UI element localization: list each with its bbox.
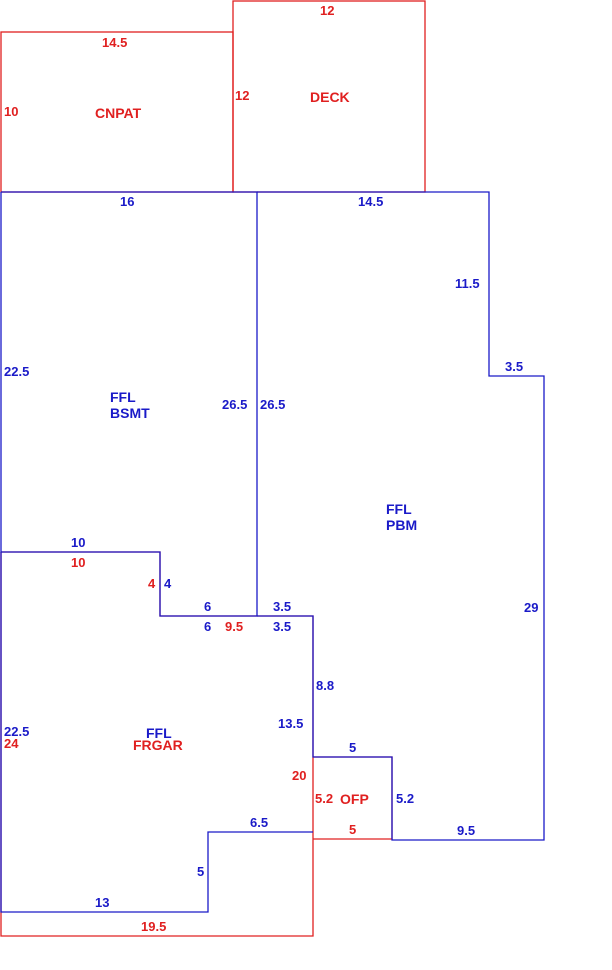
dim-cnpat-left: 10	[4, 104, 18, 119]
area-labels: CNPAT DECK FFL BSMT FFL PBM FFL FRGAR OF…	[95, 89, 417, 807]
dim-five-vert: 5	[197, 864, 204, 879]
dim-six-five: 6.5	[250, 815, 268, 830]
label-bsmt-ffl: FFL	[110, 389, 136, 405]
dim-thirteen: 13	[95, 895, 109, 910]
label-pbm-ffl: FFL	[386, 501, 412, 517]
label-ofp: OFP	[340, 791, 369, 807]
dim-bsmt-top: 16	[120, 194, 134, 209]
dim-three-five-bottom: 3.5	[273, 619, 291, 634]
dim-frgar-left-blue: 22.5	[4, 724, 29, 739]
dim-bsmt-right: 26.5	[222, 397, 247, 412]
dim-nine-five: 9.5	[225, 619, 243, 634]
pbm-outline	[257, 191, 545, 841]
dim-ofp-right: 5.2	[396, 791, 414, 806]
label-frgar-ffl: FFL	[146, 725, 172, 741]
dim-pbm-step: 3.5	[505, 359, 523, 374]
dim-bsmt-bottom: 10	[71, 535, 85, 550]
dim-pbm-bottom: 9.5	[457, 823, 475, 838]
dim-eight-eight: 8.8	[316, 678, 334, 693]
dim-thirteen-five: 13.5	[278, 716, 303, 731]
dim-pbm-left: 26.5	[260, 397, 285, 412]
dim-frgar-left-red: 24	[4, 736, 19, 751]
ffl-lower-outline	[0, 552, 313, 913]
label-bsmt: BSMT	[110, 405, 150, 421]
dim-cnpat-top: 14.5	[102, 35, 127, 50]
dim-deck-top: 12	[320, 3, 334, 18]
dim-step-blue: 4	[164, 576, 172, 591]
dim-deck-left: 12	[235, 88, 249, 103]
dimension-labels: 14.5 10 12 12 16 22.5 26.5 26.5 14.5 11.…	[4, 3, 538, 934]
blue-outlines	[0, 191, 545, 913]
dim-pbm-right: 29	[524, 600, 538, 615]
label-cnpat: CNPAT	[95, 105, 142, 121]
dim-three-five-top: 3.5	[273, 599, 291, 614]
dim-step-red: 4	[148, 576, 156, 591]
dim-ofp-bottom: 5	[349, 822, 356, 837]
dim-ofp-left: 5.2	[315, 791, 333, 806]
dim-pbm-top: 14.5	[358, 194, 383, 209]
dim-ofp-top: 5	[349, 740, 356, 755]
dim-frgar-top: 10	[71, 555, 85, 570]
dim-six-bottom: 6	[204, 619, 211, 634]
dim-bsmt-left: 22.5	[4, 364, 29, 379]
label-deck: DECK	[310, 89, 350, 105]
dim-six-top: 6	[204, 599, 211, 614]
dim-pbm-upper-right: 11.5	[455, 276, 480, 291]
dim-nineteen-five: 19.5	[141, 919, 166, 934]
label-pbm: PBM	[386, 517, 417, 533]
dim-twenty: 20	[292, 768, 306, 783]
label-frgar: FRGAR	[133, 737, 183, 753]
